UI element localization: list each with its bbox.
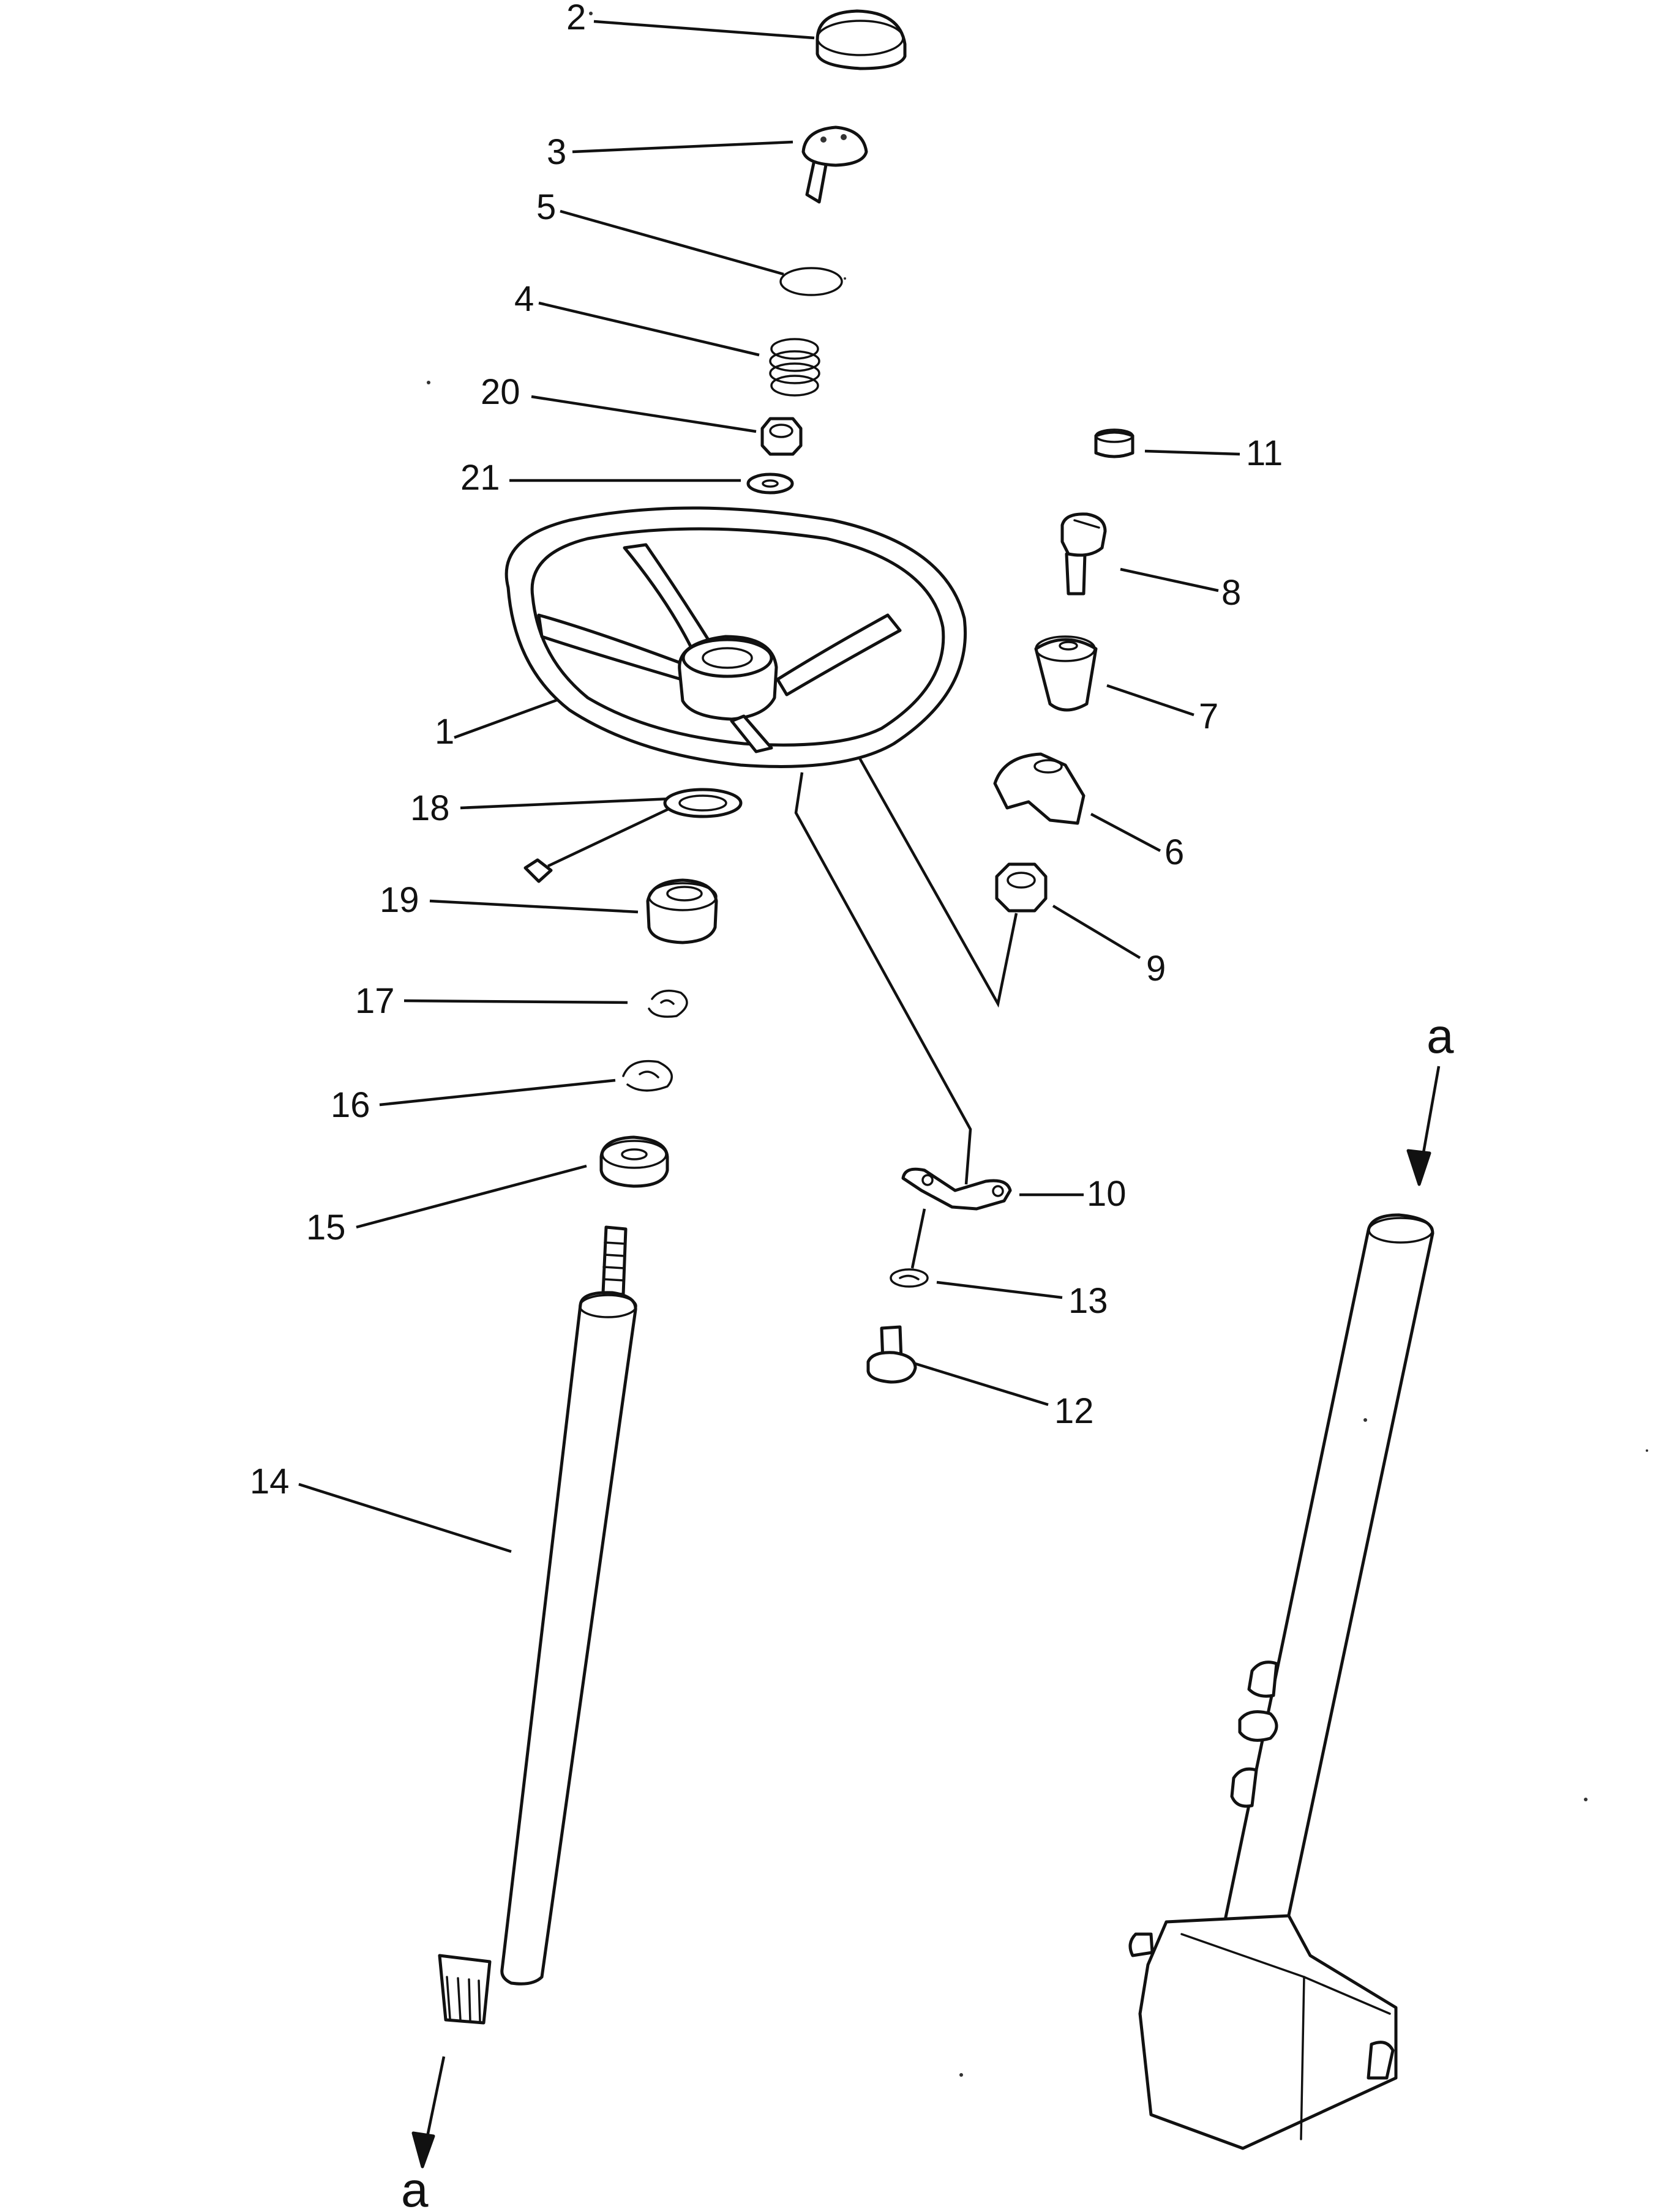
part-15-bearing [599, 1135, 669, 1188]
leader-18 [460, 797, 671, 810]
part-13-washer [890, 1268, 929, 1288]
part-3-horn-button [801, 125, 868, 204]
arrow-a-bottom-shaft [424, 2056, 446, 2146]
label-4: 4 [514, 279, 534, 319]
label-17: 17 [355, 981, 395, 1021]
leader-12 [915, 1362, 1049, 1407]
label-11: 11 [1246, 433, 1283, 473]
part-labels: 2 3 5 4 20 21 11 8 7 1 18 6 19 9 17 16 1… [250, 0, 1454, 2212]
part-1-steering-wheel [504, 506, 967, 768]
label-21: 21 [460, 458, 500, 498]
part-18-plate [523, 788, 743, 883]
leader-7 [1106, 684, 1194, 717]
part-2-horn-cap [816, 9, 907, 70]
label-1: 1 [435, 712, 454, 752]
part-8-knob-bolt [1060, 512, 1107, 596]
label-20: 20 [481, 372, 520, 412]
steering-column-assembly [1128, 1213, 1434, 2150]
label-18: 18 [410, 788, 450, 828]
label-15: 15 [306, 1208, 346, 1247]
part-7-knob [1034, 635, 1098, 712]
label-14: 14 [250, 1462, 290, 1501]
label-10: 10 [1087, 1174, 1127, 1214]
leader-8 [1120, 567, 1219, 592]
label-13: 13 [1068, 1281, 1108, 1321]
label-7: 7 [1199, 697, 1218, 736]
part-14-steering-shaft [438, 1225, 637, 2025]
part-5-snap-ring [779, 267, 843, 296]
arrow-a-top-shaft [1420, 1066, 1441, 1164]
leader-20 [531, 395, 757, 433]
leader-lines [298, 20, 1441, 2169]
part-19-boss [646, 878, 718, 944]
leader-1 [454, 696, 564, 739]
leader-17 [403, 999, 628, 1004]
label-8: 8 [1221, 573, 1241, 613]
label-12: 12 [1054, 1391, 1094, 1431]
leader-5 [560, 209, 784, 276]
part-11-cap [1094, 428, 1134, 458]
leader-16 [379, 1078, 616, 1107]
leader-15 [356, 1164, 587, 1229]
part-21-washer [746, 473, 794, 495]
part-17-ring [648, 989, 688, 1018]
leader-19 [429, 899, 639, 914]
leader-14 [298, 1482, 512, 1553]
label-3: 3 [547, 132, 566, 172]
leader-6 [1090, 813, 1161, 852]
leader-13 [936, 1280, 1063, 1299]
label-5: 5 [536, 187, 556, 227]
leader-18b [547, 805, 674, 868]
label-19: 19 [380, 880, 419, 920]
label-a-top: a [1427, 1009, 1454, 1063]
leader-9 [1052, 905, 1141, 959]
label-9: 9 [1146, 949, 1166, 988]
leader-2 [593, 20, 815, 40]
label-6: 6 [1164, 832, 1184, 872]
part-10-bracket [901, 1167, 1012, 1211]
part-16-ring [622, 1059, 673, 1092]
part-6-bracket [993, 752, 1086, 825]
guide-wheel-to-nut9 [819, 687, 1018, 1008]
part-4-spring [769, 338, 820, 397]
leader-11 [1144, 449, 1240, 456]
part-20-nut [760, 417, 803, 456]
part-9-nut [995, 862, 1048, 913]
part-12-bolt [866, 1325, 917, 1384]
arrow-a-top-head [1406, 1149, 1431, 1186]
label-16: 16 [331, 1085, 370, 1125]
guide-wheel-to-bracket10 [794, 772, 972, 1185]
guide-bracket-to-washer13 [910, 1208, 926, 1269]
label-a-bottom: a [401, 2162, 429, 2212]
scan-specks [427, 12, 1648, 2077]
leader-4 [538, 301, 760, 357]
arrow-a-bottom-head [411, 2131, 435, 2169]
label-2: 2 [566, 0, 586, 37]
leader-3 [572, 140, 793, 154]
